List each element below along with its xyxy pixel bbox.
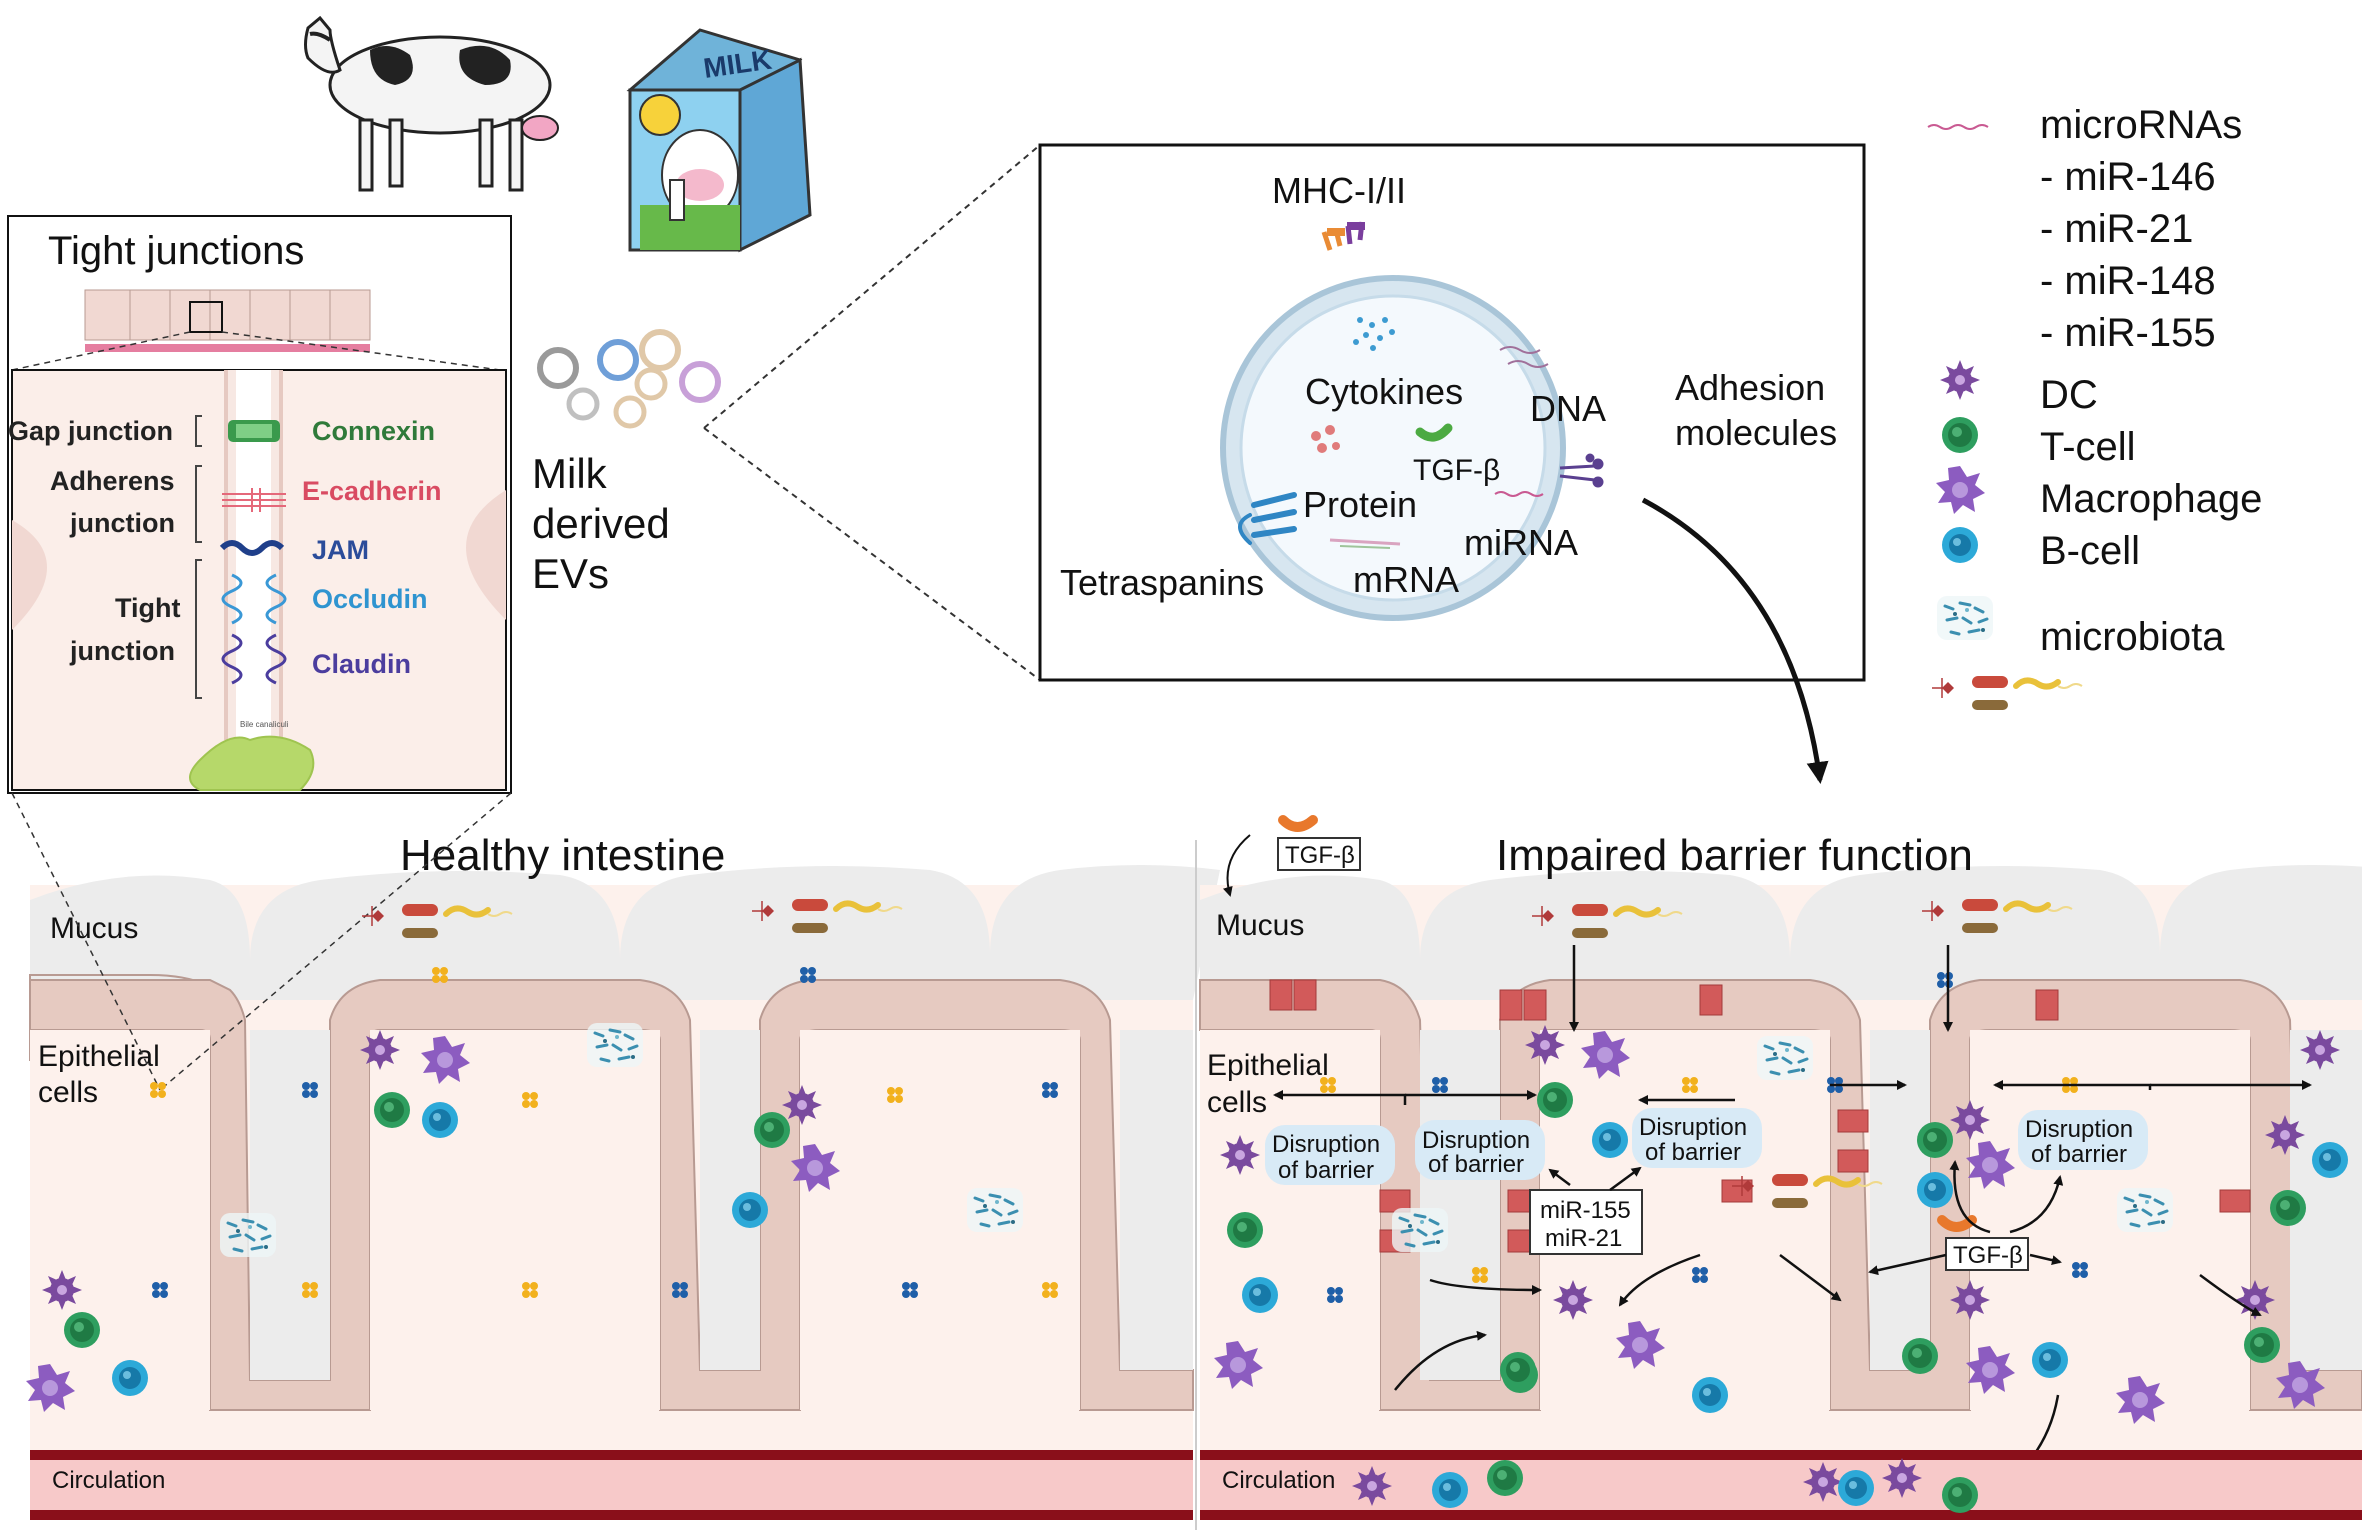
tight-junction-label-2: junction [69,636,175,666]
tgf-beta-icon [1278,815,1318,832]
mhc-icon [1321,221,1365,251]
dc-icon [1940,360,1980,400]
milk-ev-label-2: derived [532,500,670,547]
legend-mir-148: - miR-148 [2040,259,2216,303]
adherens-junction-label-2: junction [69,508,175,538]
legend-b-cell: B-cell [2040,529,2140,573]
ev-to-impaired-arrow [1641,497,1829,784]
disruption-label-1: Disruption of barrier [1265,1125,1395,1185]
tetraspanin-icon [1238,492,1297,545]
tgf-beta-mid: TGF-β [1937,1215,2029,1271]
disruption-label-2: Disruption of barrier [1415,1120,1545,1180]
svg-text:of barrier: of barrier [2031,1141,2127,1168]
svg-text:TGF-β: TGF-β [1953,1242,2023,1269]
adhesion-molecule-icon [1559,453,1604,488]
ev-detail-panel: MHC-I/II Cytokines DNA TGF-β Protein miR… [1038,143,1866,784]
legend-mir-155: - miR-155 [2040,311,2216,355]
milk-ev-label-1: Milk [532,450,608,497]
svg-text:Disruption: Disruption [1422,1127,1530,1154]
healthy-title: Healthy intestine [400,831,725,880]
tight-junctions-title: Tight junctions [48,229,304,273]
tight-junction-panel: Tight junctions Bile canaliculi [7,215,512,794]
adherens-junction-label-1: Adherens [50,466,175,496]
zoom-line-top [703,144,1041,429]
impaired-barrier-panel: Impaired barrier function Mucus Epitheli… [1199,815,2362,1520]
mrna-label: mRNA [1353,559,1459,600]
claudin-label: Claudin [312,649,411,679]
legend: microRNAs - miR-146 - miR-21 - miR-148 -… [1927,103,2262,710]
healthy-mucus-label: Mucus [50,912,138,945]
bile-canaliculi-label: Bile canaliculi [240,720,289,729]
tgf-beta-label: TGF-β [1413,454,1500,487]
t-cell-icon [1942,417,1978,453]
adhesion-label-1: Adhesion [1675,367,1825,408]
protein-label: Protein [1303,484,1417,525]
svg-text:of barrier: of barrier [1428,1151,1524,1178]
impaired-circulation-label: Circulation [1222,1467,1335,1494]
b-cell-icon [1942,527,1978,563]
impaired-title: Impaired barrier function [1496,831,1973,880]
e-cadherin-label: E-cadherin [302,476,442,506]
zoom-line-bottom [703,427,1041,681]
impaired-epithelial-label-1: Epithelial [1207,1049,1329,1082]
disruption-label-3: Disruption of barrier [1632,1108,1762,1168]
legend-microbiota: microbiota [2040,615,2225,659]
svg-text:miR-155: miR-155 [1540,1197,1631,1224]
tetraspanins-label: Tetraspanins [1060,562,1264,603]
mirna-label: miRNA [1464,522,1578,563]
tgf-beta-top-label: TGF-β [1285,842,1355,869]
impaired-mucus-label: Mucus [1216,909,1304,942]
healthy-epithelial-label-1: Epithelial [38,1040,160,1073]
milk-carton-illustration: MILK [626,28,812,253]
occludin-label: Occludin [312,584,428,614]
healthy-epithelial-label-2: cells [38,1076,98,1109]
disruption-label-4: Disruption of barrier [2018,1110,2148,1170]
cow-illustration [304,15,559,192]
legend-mir-21: - miR-21 [2040,207,2193,251]
legend-t-cell: T-cell [2040,425,2136,469]
healthy-circulation-label: Circulation [52,1467,165,1494]
dna-label: DNA [1530,388,1606,429]
mhc-label: MHC-I/II [1272,170,1406,211]
svg-text:of barrier: of barrier [1278,1157,1374,1184]
milk-ev-label-3: EVs [532,550,609,597]
microbiota-icon [1935,594,1995,642]
microrna-icon [1927,124,1989,130]
adhesion-label-2: molecules [1675,412,1837,453]
svg-text:of barrier: of barrier [1645,1139,1741,1166]
bacteria-icon [1932,676,2082,710]
legend-macrophage: Macrophage [2040,477,2262,521]
cytokines-label: Cytokines [1305,371,1463,412]
legend-mir-146: - miR-146 [2040,155,2216,199]
legend-dc: DC [2040,373,2098,417]
legend-micrornas: microRNAs [2040,103,2242,147]
svg-text:Disruption: Disruption [2025,1116,2133,1143]
impaired-epithelial-label-2: cells [1207,1086,1267,1119]
mirna-box: miR-155 miR-21 [1529,1189,1643,1255]
milk-ev-cluster [537,329,721,429]
macrophage-icon [1936,466,1985,514]
gap-junction-label: Gap junction [8,416,173,446]
tight-junction-label-1: Tight [115,593,180,623]
jam-label: JAM [312,535,369,565]
svg-text:miR-21: miR-21 [1545,1225,1622,1252]
connexin-label: Connexin [312,416,435,446]
svg-text:Disruption: Disruption [1272,1131,1380,1158]
healthy-intestine-panel: Healthy intestine Mucus Epithelial cells [11,792,1220,1520]
svg-text:Disruption: Disruption [1639,1114,1747,1141]
